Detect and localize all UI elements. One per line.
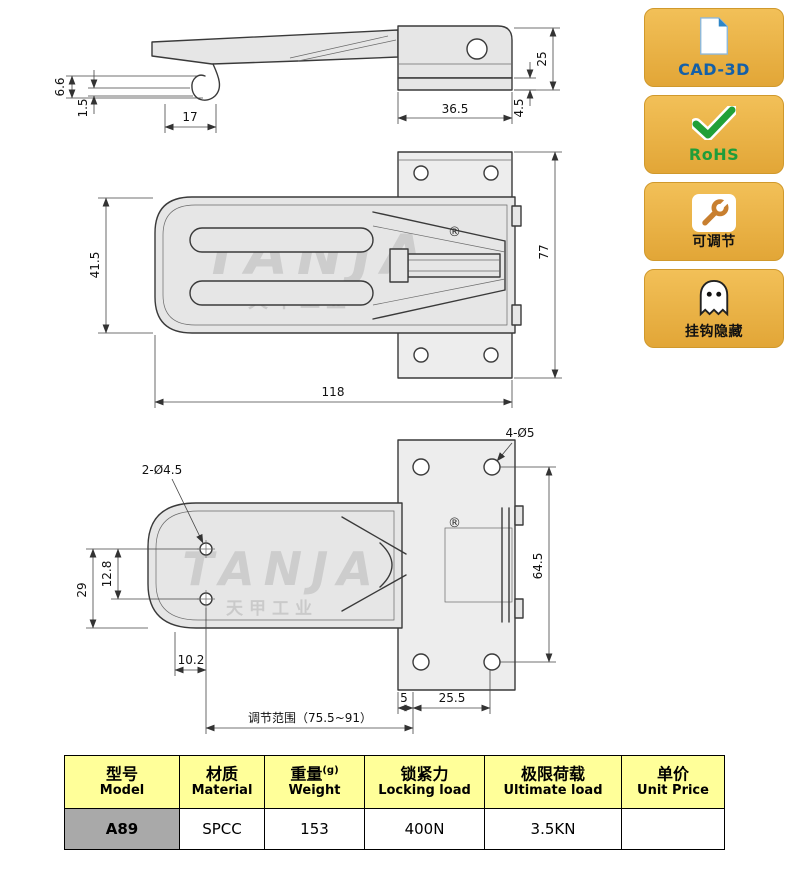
brand-watermark-cn: 天甲工业 <box>226 599 318 619</box>
dim-25: 25 <box>535 51 549 66</box>
bottom-view-drawing: TANJA 天甲工业 ® 2-Ø4.5 4-Ø5 12.8 <box>75 426 556 734</box>
dim-64-5: 64.5 <box>531 553 545 580</box>
dim-4-5: 4.5 <box>512 98 526 117</box>
wrench-icon <box>692 194 736 232</box>
badge-cad-3d[interactable]: CAD-3D <box>644 8 784 87</box>
badge-column: CAD-3D RoHS 可调节 <box>644 8 784 348</box>
col-header-unit-price: 单价 Unit Price <box>621 755 725 809</box>
cell-material: SPCC <box>179 808 265 850</box>
rohs-check-icon <box>690 104 738 144</box>
cad-3d-document-icon <box>697 17 731 59</box>
badge-adjustable-label: 可调节 <box>692 234 736 250</box>
spec-table-row: A89 SPCC 153 400N 3.5KN <box>64 808 725 850</box>
col-header-material: 材质 Material <box>179 755 265 809</box>
dim-12-8: 12.8 <box>100 561 114 588</box>
registered-mark: ® <box>448 516 461 531</box>
dim-1-5: 1.5 <box>76 98 90 117</box>
dim-5: 5 <box>400 691 408 705</box>
dim-29: 29 <box>75 582 89 597</box>
technical-drawing: 25 36.5 4.5 6.6 1.5 17 <box>53 25 562 734</box>
col-header-locking-load: 锁紧力 Locking load <box>364 755 485 809</box>
col-header-model: 型号 Model <box>64 755 180 809</box>
brand-watermark: TANJA <box>182 542 382 596</box>
col-header-weight: 重量(g) Weight <box>264 755 365 809</box>
cell-weight: 153 <box>264 808 365 850</box>
dim-4xd5: 4-Ø5 <box>505 426 534 440</box>
dim-2xd4-5: 2-Ø4.5 <box>142 463 183 477</box>
dim-10-2: 10.2 <box>178 653 205 667</box>
dim-25-5: 25.5 <box>439 691 466 705</box>
badge-rohs: RoHS <box>644 95 784 174</box>
spec-table-header-row: 型号 Model 材质 Material 重量(g) Weight 锁紧力 Lo… <box>64 755 725 809</box>
dim-36-5: 36.5 <box>442 102 469 116</box>
dim-118: 118 <box>322 385 345 399</box>
spec-table: 型号 Model 材质 Material 重量(g) Weight 锁紧力 Lo… <box>64 755 725 850</box>
badge-adjustable: 可调节 <box>644 182 784 261</box>
ghost-icon <box>696 278 732 322</box>
cell-ultimate-load: 3.5KN <box>484 808 622 850</box>
badge-cad-3d-label: CAD-3D <box>678 60 750 79</box>
dim-77: 77 <box>537 244 551 259</box>
dim-6-6: 6.6 <box>53 77 67 96</box>
dim-17: 17 <box>182 110 197 124</box>
dim-adjust-range: 调节范围（75.5~91） <box>248 711 372 725</box>
cell-unit-price <box>621 808 725 850</box>
col-header-ultimate-load: 极限荷载 Ultimate load <box>484 755 622 809</box>
badge-hidden-hook: 挂钩隐藏 <box>644 269 784 348</box>
badge-hidden-hook-label: 挂钩隐藏 <box>685 324 743 340</box>
dim-41-5: 41.5 <box>88 252 102 279</box>
registered-mark: ® <box>448 225 461 240</box>
badge-rohs-label: RoHS <box>688 145 740 164</box>
plan-view-drawing: TANJA 天甲工业 ® 41.5 77 <box>88 151 562 408</box>
side-view-drawing: 25 36.5 4.5 6.6 1.5 17 <box>53 25 560 133</box>
cell-locking-load: 400N <box>364 808 485 850</box>
cell-model: A89 <box>64 808 180 850</box>
